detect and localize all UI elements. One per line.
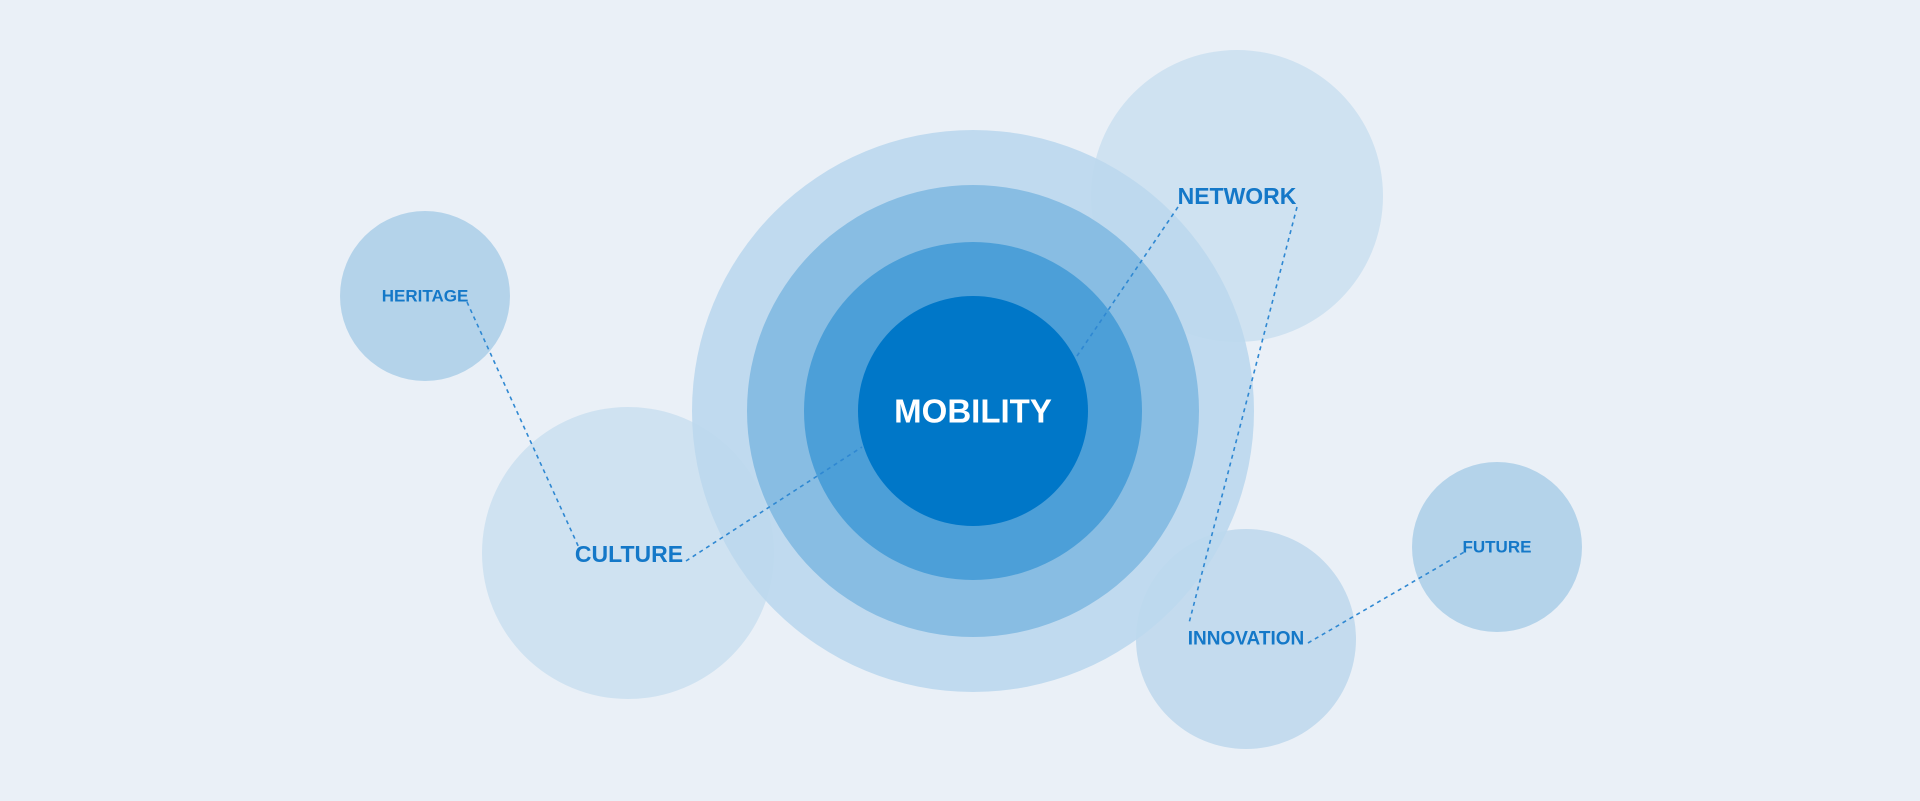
- center-core: [858, 296, 1088, 526]
- network-label: NETWORK: [1178, 183, 1297, 209]
- connector-center-network: [1076, 206, 1179, 357]
- future-label: FUTURE: [1463, 538, 1532, 557]
- heritage-label: HERITAGE: [382, 287, 469, 306]
- connector-culture-center: [685, 446, 863, 562]
- culture-label: CULTURE: [575, 541, 683, 567]
- innovation-label: INNOVATION: [1188, 629, 1304, 650]
- future-circle: [1412, 462, 1582, 632]
- heritage-circle: [340, 211, 510, 381]
- connector-innovation-future: [1307, 550, 1467, 644]
- connectors: [466, 206, 1467, 644]
- connector-heritage-culture: [466, 301, 581, 551]
- center-label: MOBILITY: [894, 393, 1052, 430]
